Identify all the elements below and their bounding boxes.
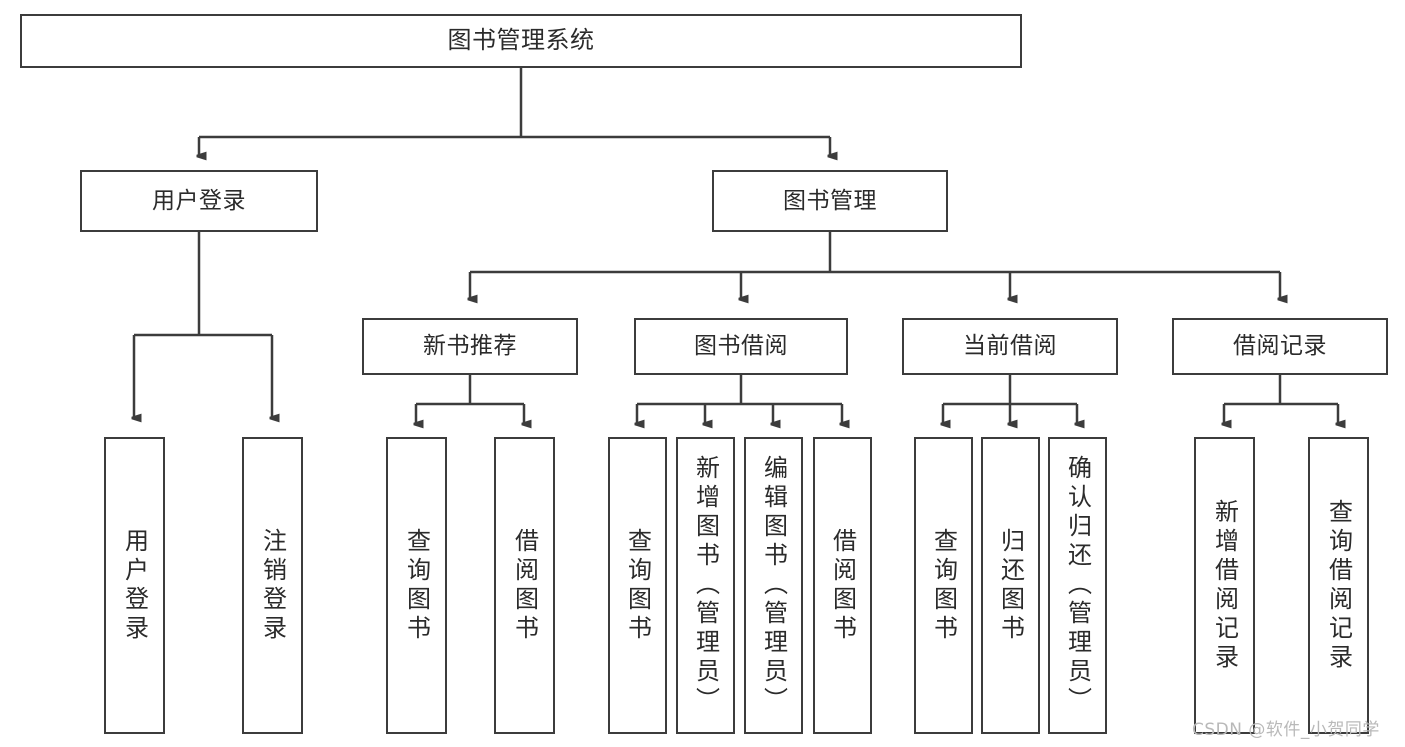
node-borrow-record-label: 借阅记录 xyxy=(1233,333,1327,360)
node-book-borrow[interactable]: 图书借阅 xyxy=(634,318,848,375)
node-root-label: 图书管理系统 xyxy=(447,26,595,55)
leaf-add-book-label: 新增图书（管理员） xyxy=(691,455,720,716)
node-borrow-record[interactable]: 借阅记录 xyxy=(1172,318,1388,375)
node-user-login[interactable]: 用户登录 xyxy=(80,170,318,232)
node-book-manage-label: 图书管理 xyxy=(783,187,877,214)
leaf-confirm-return[interactable]: 确认归还（管理员） xyxy=(1048,437,1107,734)
leaf-borrow-book-2-label: 借阅图书 xyxy=(828,527,857,644)
csdn-watermark: CSDN @软件_小贺同学 xyxy=(1192,720,1380,740)
node-book-manage[interactable]: 图书管理 xyxy=(712,170,948,232)
leaf-query-book-2-label: 查询图书 xyxy=(623,527,652,644)
leaf-borrow-book-1-label: 借阅图书 xyxy=(510,527,539,644)
leaf-confirm-return-label: 确认归还（管理员） xyxy=(1063,455,1092,716)
leaf-query-book-1-label: 查询图书 xyxy=(402,527,431,644)
leaf-user-login[interactable]: 用户登录 xyxy=(104,437,165,734)
leaf-logout-label: 注销登录 xyxy=(258,527,287,644)
node-new-book-rec[interactable]: 新书推荐 xyxy=(362,318,578,375)
leaf-user-login-label: 用户登录 xyxy=(120,527,149,644)
leaf-return-book-label: 归还图书 xyxy=(996,527,1025,644)
leaf-query-book-2[interactable]: 查询图书 xyxy=(608,437,667,734)
leaf-query-book-3-label: 查询图书 xyxy=(929,527,958,644)
node-new-book-rec-label: 新书推荐 xyxy=(423,333,517,360)
leaf-edit-book-label: 编辑图书（管理员） xyxy=(759,455,788,716)
leaf-add-record[interactable]: 新增借阅记录 xyxy=(1194,437,1255,734)
node-book-borrow-label: 图书借阅 xyxy=(694,333,788,360)
leaf-add-book[interactable]: 新增图书（管理员） xyxy=(676,437,735,734)
node-user-login-label: 用户登录 xyxy=(152,187,246,214)
leaf-query-book-3[interactable]: 查询图书 xyxy=(914,437,973,734)
leaf-add-record-label: 新增借阅记录 xyxy=(1210,498,1239,673)
leaf-query-record[interactable]: 查询借阅记录 xyxy=(1308,437,1369,734)
leaf-query-book-1[interactable]: 查询图书 xyxy=(386,437,447,734)
leaf-edit-book[interactable]: 编辑图书（管理员） xyxy=(744,437,803,734)
leaf-return-book[interactable]: 归还图书 xyxy=(981,437,1040,734)
node-current-borrow-label: 当前借阅 xyxy=(963,333,1057,360)
node-root[interactable]: 图书管理系统 xyxy=(20,14,1022,68)
leaf-borrow-book-1[interactable]: 借阅图书 xyxy=(494,437,555,734)
leaf-query-record-label: 查询借阅记录 xyxy=(1324,498,1353,673)
node-current-borrow[interactable]: 当前借阅 xyxy=(902,318,1118,375)
leaf-logout[interactable]: 注销登录 xyxy=(242,437,303,734)
leaf-borrow-book-2[interactable]: 借阅图书 xyxy=(813,437,872,734)
